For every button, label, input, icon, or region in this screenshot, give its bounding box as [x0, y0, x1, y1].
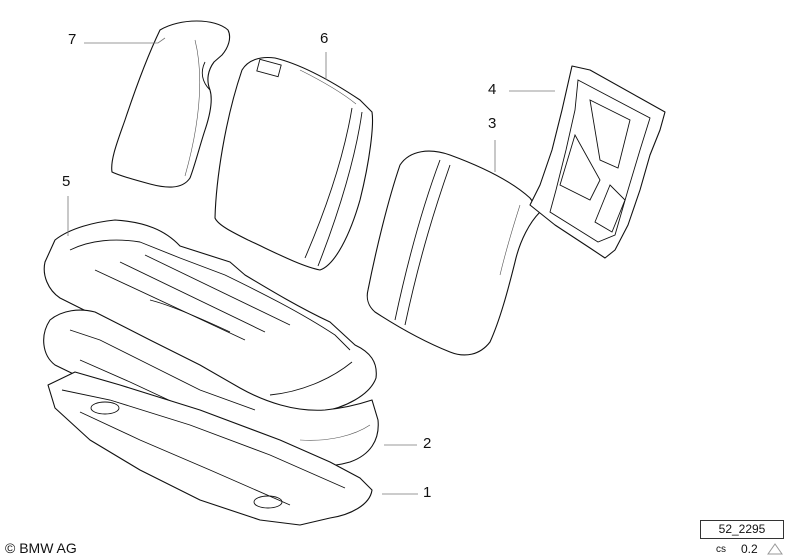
part-6-backrest [214, 56, 374, 271]
version-label: 0.2 [741, 542, 758, 556]
copyright-label: © BMW AG [5, 540, 77, 556]
part-3-backrest [366, 150, 541, 356]
callout-6: 6 [320, 30, 328, 47]
part-7-side-bolster [111, 20, 231, 188]
part-1-seat-frame [47, 371, 373, 526]
callout-1: 1 [423, 484, 431, 501]
callout-4: 4 [488, 81, 496, 98]
callout-3: 3 [488, 115, 496, 132]
callout-5: 5 [62, 173, 70, 190]
diagram-reference: 52_2295 [700, 520, 784, 539]
part-4-backrest-frame [529, 65, 666, 259]
callout-7: 7 [68, 31, 76, 48]
callout-2: 2 [423, 435, 431, 452]
triangle-icon [767, 543, 783, 555]
cs-label: cs [716, 544, 726, 555]
leader-lines [67, 37, 555, 495]
